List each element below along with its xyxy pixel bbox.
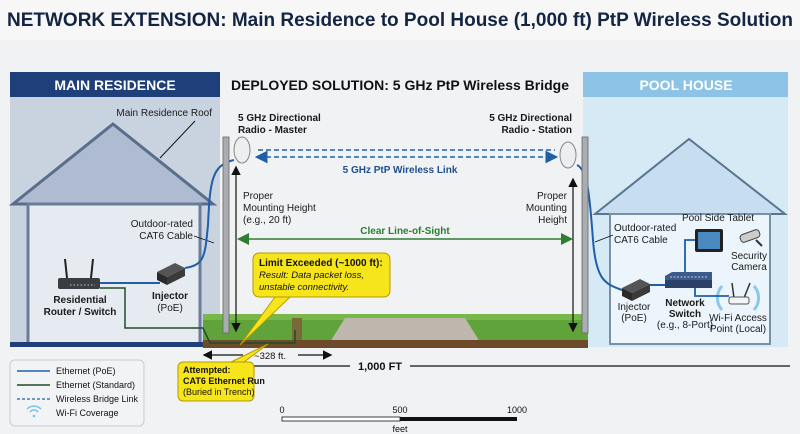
master-pole (222, 136, 230, 334)
limit-text: unstable connectivity. (259, 282, 349, 293)
main-residence-panel: MAIN RESIDENCE Main Residence Roof Outdo… (8, 72, 220, 347)
attempt-text: Attempted: (183, 365, 231, 375)
roof-label: Main Residence Roof (116, 108, 212, 119)
scale-tick: 500 (392, 405, 407, 415)
switch-label: (e.g., 8-Port) (657, 320, 713, 331)
wifi-icon (26, 405, 42, 418)
security-camera-icon (739, 229, 763, 247)
limit-text: Result: Data packet loss, (259, 270, 364, 281)
station-radio-label: 5 GHz Directional (489, 113, 572, 124)
right-height-label: Mounting (526, 203, 567, 214)
ground (203, 314, 588, 348)
tablet-label: Pool Side Tablet (682, 213, 754, 224)
network-switch-icon (665, 272, 712, 288)
switch-label: Switch (669, 309, 701, 320)
limit-exceeded-callout: Limit Exceeded (~1000 ft): Result: Data … (239, 252, 391, 346)
ap-label: Point (Local) (710, 324, 766, 335)
station-pole (581, 136, 589, 334)
router-label: Residential (53, 295, 107, 306)
left-height-label: (e.g., 20 ft) (243, 215, 291, 226)
master-radio-label: 5 GHz Directional (238, 113, 321, 124)
scale-tick: 0 (279, 405, 284, 415)
legend-item: Ethernet (Standard) (56, 380, 135, 390)
station-radio-dish-icon (559, 141, 577, 169)
ap-label: Wi-Fi Access (709, 313, 767, 324)
camera-label: Camera (731, 262, 767, 273)
attempt-text: CAT6 Ethernet Run (183, 376, 265, 386)
router-label: Router / Switch (44, 307, 117, 318)
total-distance-label: 1,000 FT (358, 361, 402, 373)
legend-item: Wireless Bridge Link (56, 394, 139, 404)
cable-label: Outdoor-rated (131, 219, 193, 230)
camera-label: Security (731, 251, 767, 262)
scale-bar: 0 500 1000 feet (279, 405, 527, 434)
pool-cable-label: CAT6 Cable (614, 235, 668, 246)
line-of-sight-label: Clear Line-of-Sight (360, 226, 450, 237)
master-radio-dish-icon (233, 136, 251, 164)
master-radio-label: Radio - Master (238, 125, 307, 136)
left-height-label: Mounting Height (243, 203, 316, 214)
poe-injector-icon (157, 263, 185, 285)
gravel-path (330, 318, 480, 342)
left-height-label: Proper (243, 191, 274, 202)
attempt-text: (Buried in Trench) (183, 387, 255, 397)
station-radio-label: Radio - Station (501, 125, 572, 136)
injector-label: Injector (152, 291, 188, 302)
scale-tick: 1000 (507, 405, 527, 415)
wifi-access-point-icon (715, 282, 761, 311)
pool-cable-label: Outdoor-rated (614, 223, 676, 234)
pool-injector-label: (PoE) (621, 313, 647, 324)
pool-house-header: POOL HOUSE (639, 77, 732, 93)
trench (292, 318, 302, 340)
limit-title: Limit Exceeded (~1000 ft): (259, 258, 383, 269)
ethernet-poe-cable (684, 239, 729, 297)
ethernet-standard-cable (100, 287, 296, 344)
scale-unit: feet (392, 424, 408, 434)
ethernet-poe-cable (184, 159, 235, 269)
title-bar (0, 0, 800, 40)
pool-injector-icon (622, 279, 650, 301)
right-height-label: Height (538, 215, 567, 226)
router-icon (58, 258, 100, 289)
legend-item: Ethernet (PoE) (56, 366, 116, 376)
legend: Ethernet (PoE) Ethernet (Standard) Wirel… (9, 359, 145, 427)
main-residence-header: MAIN RESIDENCE (54, 77, 175, 93)
injector-label: (PoE) (157, 303, 183, 314)
legend-item: Wi-Fi Coverage (56, 408, 119, 418)
pool-house-panel: POOL HOUSE Outdoor-rated CAT6 Cable Pool… (583, 72, 788, 347)
switch-label: Network (665, 298, 705, 309)
attempted-cable-callout: Attempted: CAT6 Ethernet Run (Buried in … (177, 343, 269, 402)
page-title: NETWORK EXTENSION: Main Residence to Poo… (7, 10, 793, 31)
solution-header: DEPLOYED SOLUTION: 5 GHz PtP Wireless Br… (231, 77, 569, 93)
cable-label: CAT6 Cable (139, 231, 193, 242)
short-distance-label: ~328 ft. (254, 351, 286, 362)
wireless-link-label: 5 GHz PtP Wireless Link (343, 165, 458, 176)
right-height-label: Proper (537, 191, 568, 202)
pool-injector-label: Injector (618, 302, 651, 313)
